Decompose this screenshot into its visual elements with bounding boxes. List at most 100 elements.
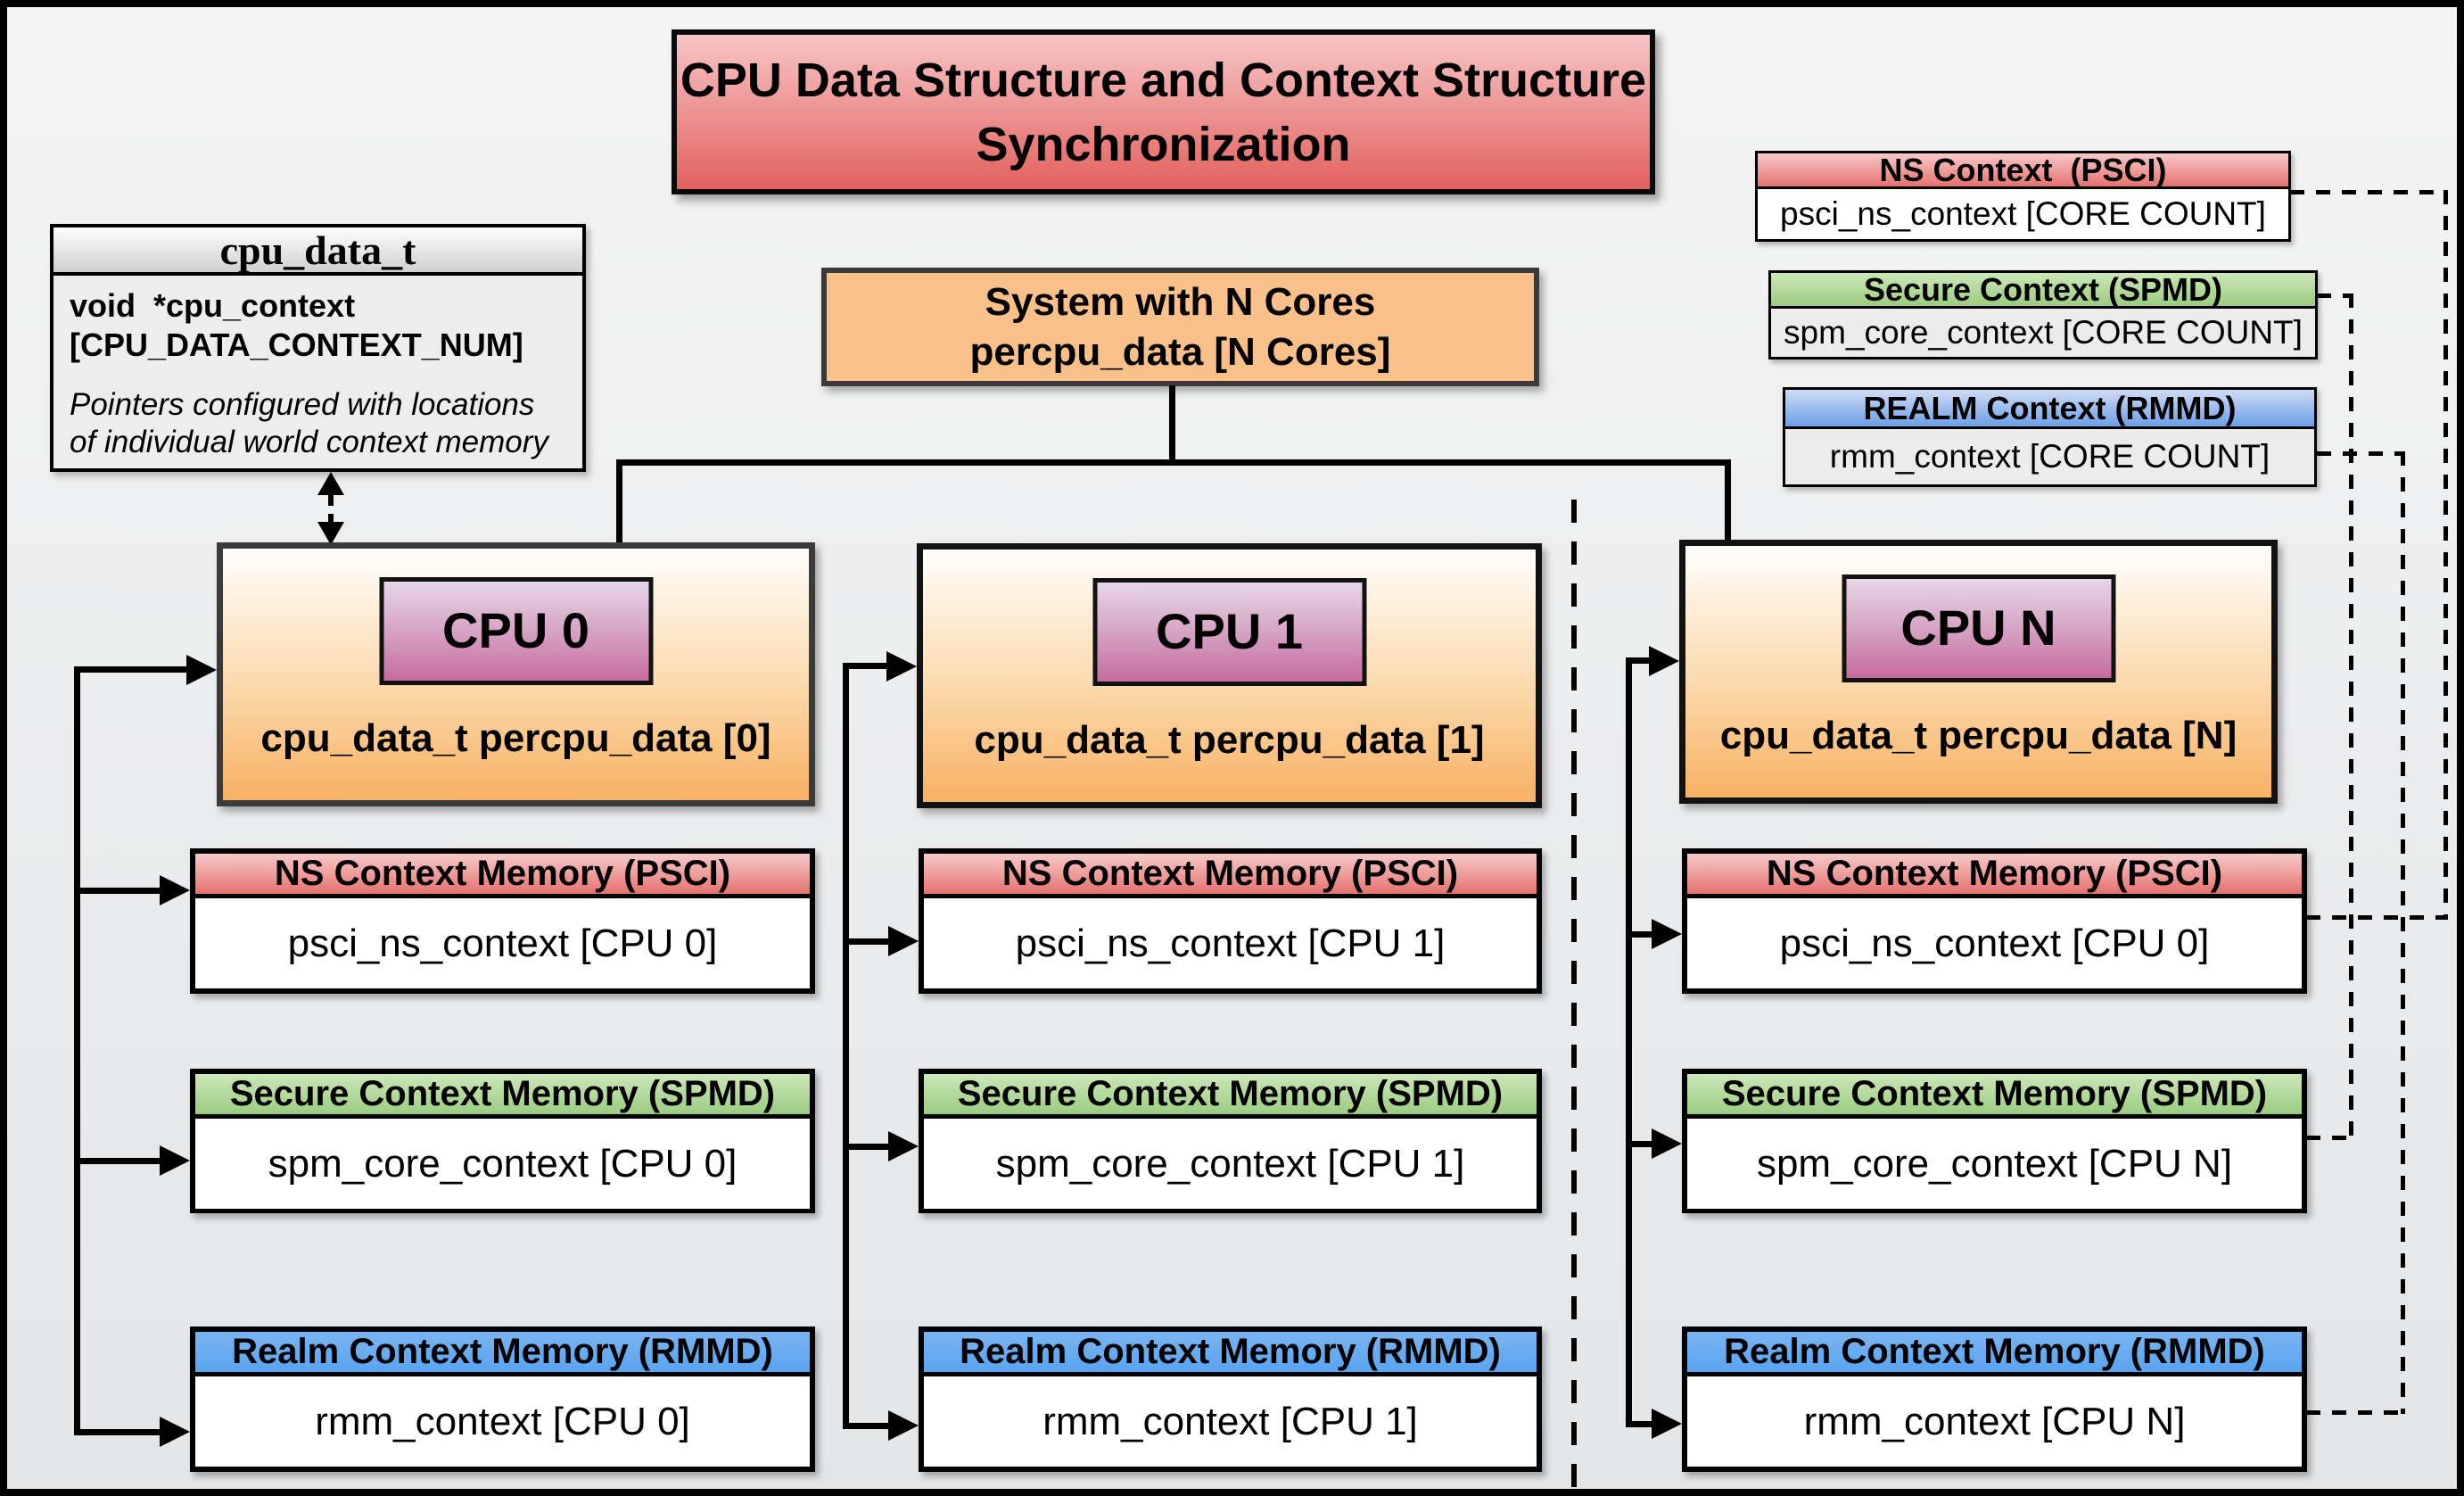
bus-col3-branch-realm: [1626, 1421, 1653, 1427]
cpuN-ns-context-memory-body: psci_ns_context [CPU 0]: [1687, 898, 2302, 988]
cpu-data-t-note: Pointers configured with locations of in…: [70, 387, 548, 459]
struct-to-cpu0-arrow-up: [317, 472, 344, 495]
connector-system-vertical: [1169, 385, 1175, 463]
system-box-line1: System with N Cores: [985, 279, 1376, 324]
connector-drop-cpu0: [616, 459, 622, 544]
cpu1-secure-context-memory-title: Secure Context Memory (SPMD): [924, 1074, 1537, 1119]
psci-legend-dash-top: [2290, 190, 2448, 194]
rmmd-legend-dash-bottom: [2306, 1410, 2405, 1415]
arrow-col2-realm: [888, 1410, 919, 1441]
arrow-col3-realm: [1652, 1409, 1682, 1439]
cpu-data-t-header: cpu_data_t: [54, 227, 582, 276]
cpu0-badge: CPU 0: [379, 577, 653, 685]
cpu-context-field-line2: [CPU_DATA_CONTEXT_NUM]: [70, 326, 523, 363]
bus-col3-branch-cpu: [1626, 657, 1651, 664]
psci-legend-dash-bottom: [2306, 915, 2448, 920]
legend-ns-context-psci-body: psci_ns_context [CORE COUNT]: [1758, 189, 2288, 239]
cpuN-ns-context-memory-title: NS Context Memory (PSCI): [1687, 854, 2302, 898]
rmmd-legend-dash-top: [2317, 451, 2405, 456]
legend-ns-context-psci: NS Context (PSCI) psci_ns_context [CORE …: [1755, 151, 2291, 242]
cpu1-realm-context-memory-title: Realm Context Memory (RMMD): [924, 1332, 1537, 1376]
psci-legend-dash-vertical: [2443, 190, 2448, 919]
arrow-col1-cpu0: [186, 655, 217, 685]
bus-col2-branch-realm: [843, 1423, 890, 1429]
arrow-col1-realm: [160, 1417, 190, 1447]
arrow-col2-secure: [888, 1131, 919, 1161]
diagram-title-line1: CPU Data Structure and Context Structure: [680, 53, 1647, 107]
bus-col2-branch-ns: [843, 938, 890, 945]
cpu-data-t-body: void *cpu_context [CPU_DATA_CONTEXT_NUM]…: [54, 276, 582, 461]
cpu1-ns-context-memory-title: NS Context Memory (PSCI): [924, 854, 1537, 898]
bus-col1-branch-realm: [74, 1429, 163, 1435]
bus-col2-branch-secure: [843, 1144, 890, 1150]
diagram-title-line2: Synchronization: [976, 117, 1351, 171]
cpuN-realm-context-memory-box: Realm Context Memory (RMMD) rmm_context …: [1682, 1327, 2307, 1472]
cpu1-badge: CPU 1: [1092, 578, 1366, 686]
cpu0-box: CPU 0 cpu_data_t percpu_data [0]: [217, 542, 815, 806]
cpuN-realm-context-memory-title: Realm Context Memory (RMMD): [1687, 1332, 2302, 1376]
connector-drop-cpuN: [1725, 459, 1731, 541]
legend-realm-context-rmmd-body: rmm_context [CORE COUNT]: [1785, 429, 2314, 484]
column-separator-dashed: [1571, 500, 1577, 1489]
bus-col1-branch-cpu: [74, 666, 187, 673]
struct-to-cpu0-arrow-down: [317, 522, 344, 545]
cpu0-data-label: cpu_data_t percpu_data [0]: [260, 716, 771, 760]
cpuN-ns-context-memory-box: NS Context Memory (PSCI) psci_ns_context…: [1682, 848, 2307, 994]
legend-secure-context-spmd: Secure Context (SPMD) spm_core_context […: [1768, 270, 2318, 360]
arrow-col2-ns: [888, 926, 919, 956]
cpuN-box: CPU N cpu_data_t percpu_data [N]: [1679, 540, 2278, 804]
connector-horizontal-main: [616, 459, 1731, 466]
legend-realm-context-rmmd-title: REALM Context (RMMD): [1785, 390, 2314, 429]
arrow-col3-ns: [1652, 919, 1682, 949]
struct-to-cpu0-dashed-line: [328, 495, 334, 524]
legend-secure-context-spmd-title: Secure Context (SPMD): [1771, 273, 2315, 309]
bus-col1-vertical: [74, 666, 80, 1435]
cpu0-ns-context-memory-body: psci_ns_context [CPU 0]: [195, 898, 810, 988]
cpu0-secure-context-memory-body: spm_core_context [CPU 0]: [195, 1119, 810, 1209]
cpu1-secure-context-memory-box: Secure Context Memory (SPMD) spm_core_co…: [919, 1069, 1542, 1213]
legend-ns-context-psci-title: NS Context (PSCI): [1758, 153, 2288, 189]
cpu0-realm-context-memory-title: Realm Context Memory (RMMD): [195, 1332, 810, 1376]
bus-col1-branch-secure: [74, 1158, 163, 1164]
system-box: System with N Cores percpu_data [N Cores…: [821, 268, 1539, 386]
bus-col2-branch-cpu: [843, 663, 889, 669]
cpu-data-t-box: cpu_data_t void *cpu_context [CPU_DATA_C…: [50, 224, 586, 472]
spmd-legend-dash-vertical: [2349, 293, 2353, 1139]
bus-col2-vertical: [843, 663, 849, 1429]
cpu0-realm-context-memory-box: Realm Context Memory (RMMD) rmm_context …: [190, 1327, 815, 1472]
system-box-line2: percpu_data [N Cores]: [969, 329, 1391, 374]
arrow-col3-secure: [1652, 1128, 1682, 1159]
arrow-col1-ns: [160, 875, 190, 905]
cpu0-ns-context-memory-box: NS Context Memory (PSCI) psci_ns_context…: [190, 848, 815, 994]
cpu1-box: CPU 1 cpu_data_t percpu_data [1]: [917, 543, 1542, 808]
cpu1-ns-context-memory-body: psci_ns_context [CPU 1]: [924, 898, 1537, 988]
cpu0-secure-context-memory-box: Secure Context Memory (SPMD) spm_core_co…: [190, 1069, 815, 1213]
cpuN-realm-context-memory-body: rmm_context [CPU N]: [1687, 1376, 2302, 1467]
legend-secure-context-spmd-body: spm_core_context [CORE COUNT]: [1771, 309, 2315, 357]
bus-col3-branch-ns: [1626, 931, 1653, 938]
cpu1-realm-context-memory-box: Realm Context Memory (RMMD) rmm_context …: [919, 1327, 1542, 1472]
cpu-context-field-line1: void *cpu_context: [70, 287, 356, 324]
cpu1-secure-context-memory-body: spm_core_context [CPU 1]: [924, 1119, 1537, 1209]
cpu1-data-label: cpu_data_t percpu_data [1]: [974, 718, 1485, 762]
cpuN-secure-context-memory-box: Secure Context Memory (SPMD) spm_core_co…: [1682, 1069, 2307, 1213]
cpuN-secure-context-memory-title: Secure Context Memory (SPMD): [1687, 1074, 2302, 1119]
legend-realm-context-rmmd: REALM Context (RMMD) rmm_context [CORE C…: [1783, 387, 2317, 487]
cpuN-data-label: cpu_data_t percpu_data [N]: [1719, 714, 2237, 757]
rmmd-legend-dash-vertical: [2401, 451, 2405, 1414]
spmd-legend-dash-top: [2317, 293, 2353, 298]
cpu1-realm-context-memory-body: rmm_context [CPU 1]: [924, 1376, 1537, 1467]
bus-col3-vertical: [1626, 657, 1632, 1427]
cpuN-badge: CPU N: [1842, 574, 2115, 682]
cpu0-realm-context-memory-body: rmm_context [CPU 0]: [195, 1376, 810, 1467]
arrow-col2-cpu1: [886, 651, 917, 682]
spmd-legend-dash-bottom: [2306, 1136, 2353, 1140]
diagram-title: CPU Data Structure and Context Structure…: [672, 29, 1655, 194]
arrow-col3-cpuN: [1649, 646, 1679, 676]
bus-col1-branch-ns: [74, 888, 163, 894]
cpu1-ns-context-memory-box: NS Context Memory (PSCI) psci_ns_context…: [919, 848, 1542, 994]
cpu0-ns-context-memory-title: NS Context Memory (PSCI): [195, 854, 810, 898]
arrow-col1-secure: [160, 1145, 190, 1176]
cpu0-secure-context-memory-title: Secure Context Memory (SPMD): [195, 1074, 810, 1119]
